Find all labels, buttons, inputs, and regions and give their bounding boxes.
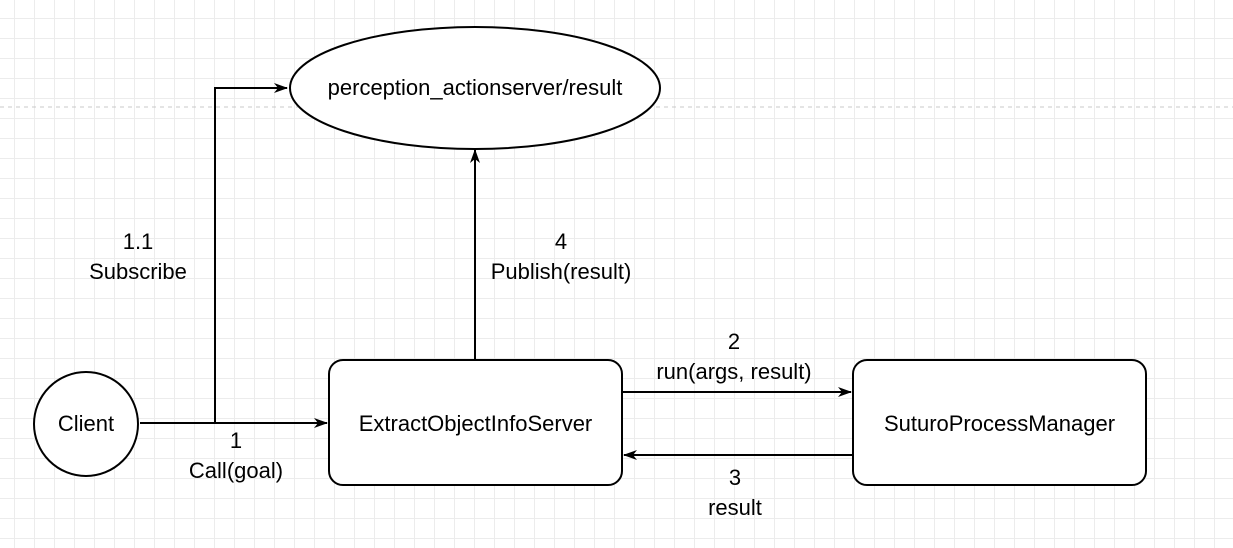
edge-call-label: 1 Call(goal) (166, 426, 306, 486)
edge-publish-step: 4 (554, 229, 568, 254)
edge-run-step: 2 (727, 329, 741, 354)
node-server-label: ExtractObjectInfoServer (358, 411, 593, 436)
node-client-label: Client (57, 411, 115, 436)
edge-call-text: Call(goal) (188, 458, 284, 483)
edge-subscribe-text: Subscribe (89, 259, 187, 284)
edge-result-label: 3 result (685, 463, 785, 523)
edge-publish-text: Publish(result) (490, 259, 632, 284)
edge-call-step: 1 (229, 428, 243, 453)
edge-publish-label: 4 Publish(result) (466, 227, 656, 287)
edge-subscribe-step: 1.1 (122, 229, 154, 254)
node-topic-label: perception_actionserver/result (327, 75, 623, 100)
edge-run-label: 2 run(args, result) (630, 327, 838, 387)
edge-result-step: 3 (728, 465, 742, 490)
node-server-rect[interactable] (328, 359, 623, 486)
node-manager-rect[interactable] (852, 359, 1147, 486)
edge-subscribe[interactable] (214, 83, 288, 423)
edge-result-text: result (708, 495, 762, 520)
edge-subscribe-label: 1.1 Subscribe (68, 227, 208, 287)
node-manager-label: SuturoProcessManager (883, 411, 1116, 436)
node-topic-ellipse[interactable] (289, 26, 661, 150)
edge-run-text: run(args, result) (656, 359, 812, 384)
node-client-circle[interactable] (33, 371, 139, 477)
